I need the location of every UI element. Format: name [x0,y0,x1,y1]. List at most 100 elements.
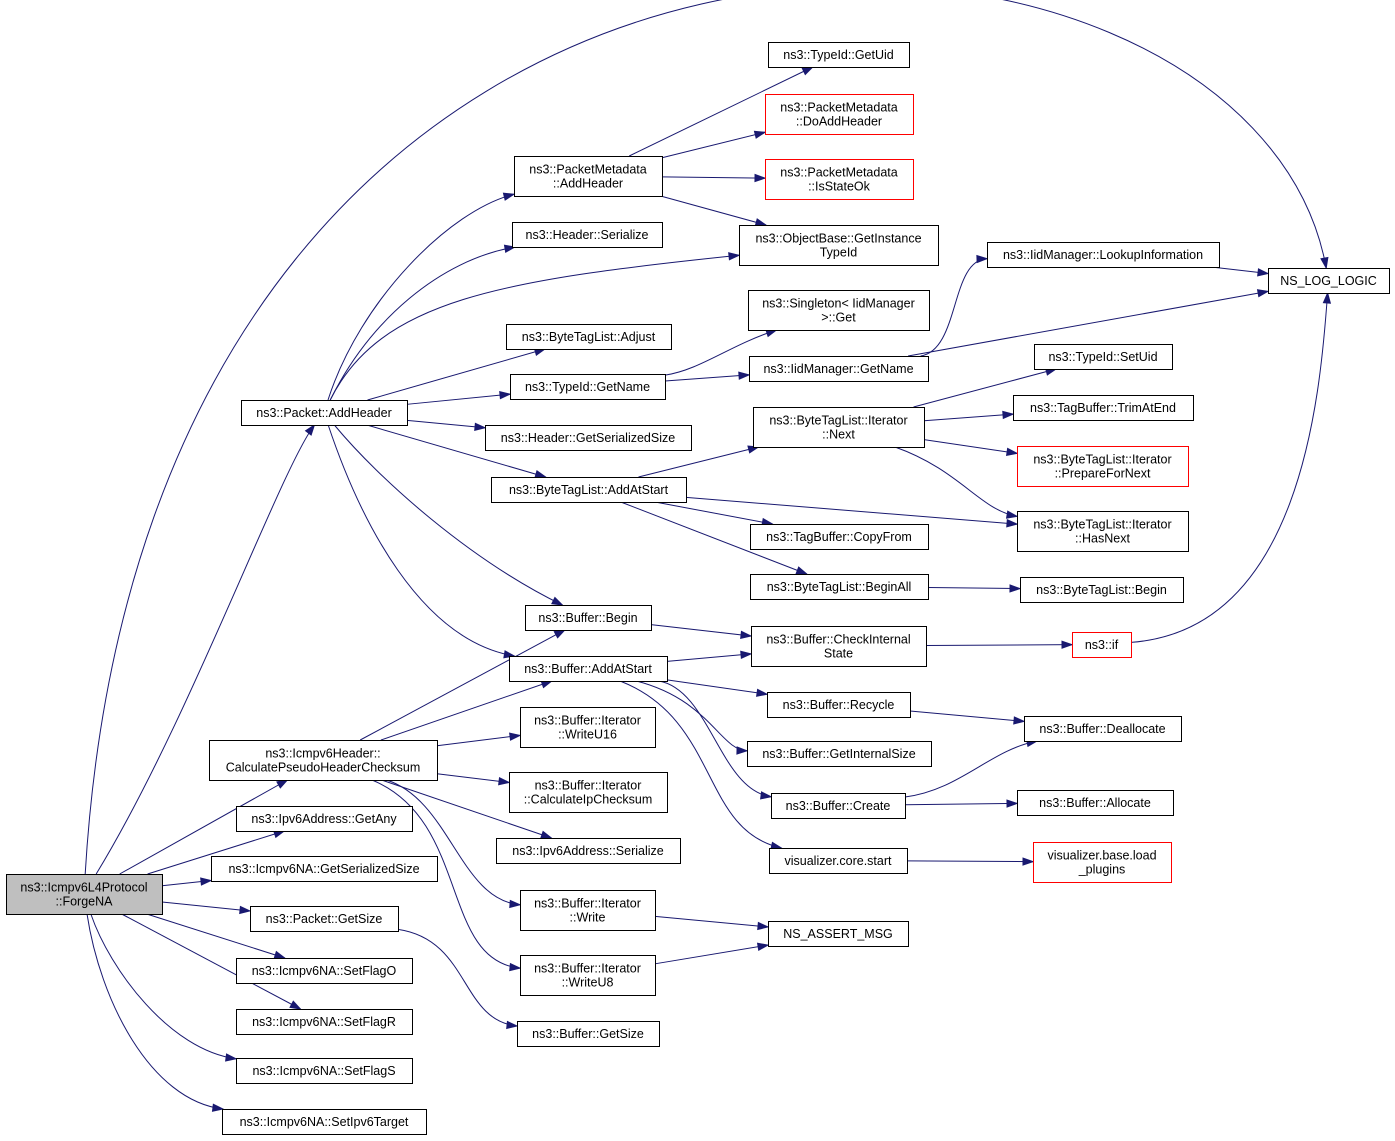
call-edge-packet_addheader-to-header_serialize [329,244,517,401]
node-box [1020,577,1184,603]
node-box [987,242,1220,268]
call-edge-forge_na-to-setipv6target [86,913,225,1112]
node-bit-writeu8[interactable]: ns3::Buffer::Iterator::WriteU8 [520,955,656,996]
node-btl-it-prepare[interactable]: ns3::ByteTagList::Iterator::PrepareForNe… [1017,446,1189,487]
node-tagbuf-copyfrom[interactable]: ns3::TagBuffer::CopyFrom [750,524,929,550]
node-ipv6-getany[interactable]: ns3::Ipv6Address::GetAny [236,806,413,832]
node-ipv6-serialize[interactable]: ns3::Ipv6Address::Serialize [496,838,681,864]
node-label: ns3::Buffer::Iterator [535,779,642,793]
node-box [491,477,687,503]
edge-line [661,176,766,179]
node-label: ns3::Buffer::GetInternalSize [762,747,915,761]
node-btl-beginall[interactable]: ns3::ByteTagList::BeginAll [750,574,929,600]
node-singleton-get[interactable]: ns3::Singleton< IidManager>::Get [748,290,930,331]
call-edge-buffer_create-to-buffer_allocate [904,799,1019,808]
node-calc-pseudo[interactable]: ns3::Icmpv6Header::CalculatePseudoHeader… [209,740,438,781]
node-header-serialize[interactable]: ns3::Header::Serialize [512,222,663,248]
node-bit-writeu16[interactable]: ns3::Buffer::Iterator::WriteU16 [520,707,656,748]
node-label: ns3::Buffer::Allocate [1039,796,1151,810]
node-box [222,1109,427,1135]
node-btl-it-next[interactable]: ns3::ByteTagList::Iterator::Next [753,407,925,448]
node-ns-assert-msg[interactable]: NS_ASSERT_MSG [768,921,909,947]
edge-line [661,131,766,159]
arrowhead-icon [540,830,553,839]
node-buffer-getinternalsize[interactable]: ns3::Buffer::GetInternalSize [747,741,932,767]
node-btl-begin[interactable]: ns3::ByteTagList::Begin [1020,577,1184,603]
node-label: ::PrepareForNext [1055,467,1151,481]
edge-line [146,913,285,959]
node-buffer-create[interactable]: ns3::Buffer::Create [771,793,906,819]
call-edge-forge_na-to-na_getsersize [161,877,213,887]
node-header-getsersize[interactable]: ns3::Header::GetSerializedSize [485,425,692,451]
node-ns-log-logic[interactable]: NS_LOG_LOGIC [1268,268,1390,294]
node-iid-getname[interactable]: ns3::IidManager::GetName [749,356,929,382]
node-buffer-allocate[interactable]: ns3::Buffer::Allocate [1017,790,1174,816]
node-pm-isstateok[interactable]: ns3::PacketMetadata::IsStateOk [765,159,914,200]
node-tagbuf-trim[interactable]: ns3::TagBuffer::TrimAtEnd [1013,395,1194,421]
node-box [211,856,438,882]
arrowhead-icon [740,630,753,640]
edge-line [666,679,768,695]
node-btl-addatstart[interactable]: ns3::ByteTagList::AddAtStart [491,477,687,503]
edge-line [380,680,552,741]
node-bit-calcip[interactable]: ns3::Buffer::Iterator::CalculateIpChecks… [509,772,668,813]
call-edge-buffer_recycle-to-buffer_deallocate [909,710,1026,725]
node-label: ns3::ByteTagList::Begin [1036,583,1167,597]
arrowhead-icon [1006,799,1019,808]
node-buffer-begin[interactable]: ns3::Buffer::Begin [525,605,652,631]
node-box [751,626,927,667]
node-ns3-if[interactable]: ns3::if [1072,632,1132,658]
node-setflago[interactable]: ns3::Icmpv6NA::SetFlagO [236,958,413,984]
node-pm-addheader[interactable]: ns3::PacketMetadata::AddHeader [514,156,663,197]
arrowhead-icon [1006,519,1019,528]
arrowhead-icon [1257,268,1270,277]
edge-line [406,419,486,429]
node-typeid-getuid[interactable]: ns3::TypeId::GetUid [768,42,910,68]
call-edge-forge_na-to-packet_getsize [161,901,252,915]
arrowhead-icon [1005,510,1019,519]
node-bit-write[interactable]: ns3::Buffer::Iterator::Write [520,890,656,931]
node-label: ns3::TagBuffer::TrimAtEnd [1030,401,1176,415]
node-label: ns3::IidManager::GetName [763,362,913,376]
node-btl-adjust[interactable]: ns3::ByteTagList::Adjust [506,324,672,350]
node-box [236,1009,413,1035]
node-setflags[interactable]: ns3::Icmpv6NA::SetFlagS [236,1058,413,1084]
edge-line [147,830,285,875]
node-buffer-recycle[interactable]: ns3::Buffer::Recycle [767,692,911,718]
node-box [1072,632,1132,658]
node-label: ns3::Ipv6Address::Serialize [512,844,664,858]
node-label: ns3::Ipv6Address::GetAny [251,812,397,826]
arrowhead-icon [509,899,522,909]
node-setipv6target[interactable]: ns3::Icmpv6NA::SetIpv6Target [222,1109,427,1135]
node-vis-core-start[interactable]: visualizer.core.start [769,848,908,874]
node-box [496,838,681,864]
node-buffer-deallocate[interactable]: ns3::Buffer::Deallocate [1024,716,1182,742]
node-box [1024,716,1182,742]
edge-line [620,501,807,575]
arrowhead-icon [756,942,770,951]
node-forge-na[interactable]: ns3::Icmpv6L4Protocol::ForgeNA [6,874,163,915]
arrowhead-icon [509,732,522,741]
node-iid-lookup[interactable]: ns3::IidManager::LookupInformation [987,242,1220,268]
node-typeid-setuid[interactable]: ns3::TypeId::SetUid [1034,344,1173,370]
node-buffer-addatstart[interactable]: ns3::Buffer::AddAtStart [509,656,668,682]
arrowhead-icon [506,1020,519,1030]
node-na-getsersize[interactable]: ns3::Icmpv6NA::GetSerializedSize [211,856,438,882]
node-setflagr[interactable]: ns3::Icmpv6NA::SetFlagR [236,1009,413,1035]
node-label: ns3::ObjectBase::GetInstance [755,232,921,246]
edge-line [119,779,288,875]
node-pm-doaddheader[interactable]: ns3::PacketMetadata::DoAddHeader [765,94,914,135]
node-btl-it-hasnext[interactable]: ns3::ByteTagList::Iterator::HasNext [1017,511,1189,552]
node-typeid-getname[interactable]: ns3::TypeId::GetName [510,374,666,400]
node-packet-getsize[interactable]: ns3::Packet::GetSize [250,906,399,932]
node-vis-base-load[interactable]: visualizer.base.load_plugins [1033,842,1172,883]
node-packet-addheader[interactable]: ns3::Packet::AddHeader [241,400,408,426]
node-label: ns3::Buffer::Recycle [783,698,895,712]
node-label: ns3::PacketMetadata [780,166,897,180]
arrowhead-icon [225,1053,238,1062]
node-buffer-getsize[interactable]: ns3::Buffer::GetSize [517,1021,660,1047]
call-edge-packet_addheader-to-typeid_getname [406,390,512,405]
